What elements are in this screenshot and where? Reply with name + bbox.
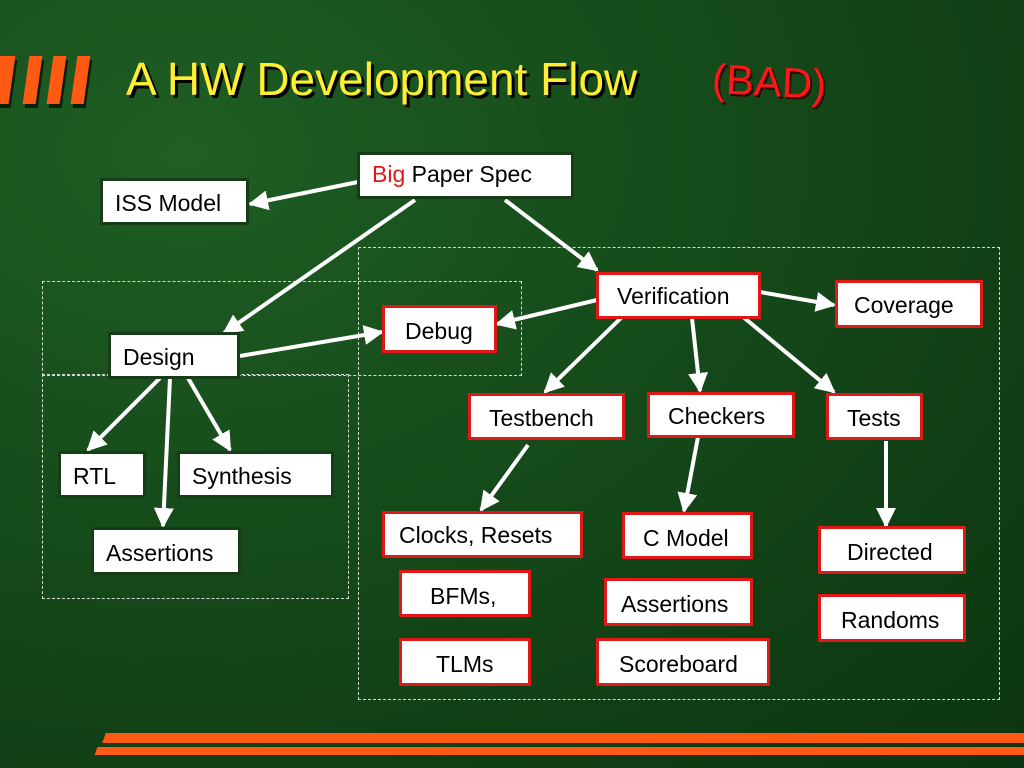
tlms-node: TLMs	[399, 638, 531, 686]
rtl-node: RTL	[58, 451, 146, 498]
arrow-checkers-to-cmodel	[677, 436, 700, 513]
clocks-resets-node: Clocks, Resets	[382, 511, 583, 558]
synthesis-node: Synthesis	[177, 451, 334, 498]
arrow-spec-to-iss	[248, 180, 359, 211]
arrow-verification-to-checkers	[688, 317, 708, 393]
testbench-node: Testbench	[468, 393, 625, 440]
directed-node: Directed	[818, 526, 966, 574]
randoms-node: Randoms	[818, 594, 966, 642]
tests-node: Tests	[826, 393, 923, 440]
scoreboard-node: Scoreboard	[596, 638, 770, 686]
bottom-stripe-top	[102, 733, 1024, 743]
arrow-spec-to-design	[222, 198, 417, 335]
verification-group-outline	[358, 247, 1000, 700]
c-model-node: C Model	[622, 512, 753, 559]
iss-model-node: ISS Model	[100, 178, 249, 225]
design-node: Design	[108, 332, 240, 379]
arrow-design-to-debug	[239, 325, 384, 358]
arrow-verification-to-testbench	[543, 314, 625, 394]
arrow-verification-to-tests	[740, 314, 836, 394]
bfms-node: BFMs,	[399, 570, 531, 617]
arrow-design-to-assertions	[153, 377, 174, 528]
spec-highlight: Big	[372, 161, 406, 187]
debug-node: Debug	[382, 305, 497, 353]
assertions-design-node: Assertions	[91, 527, 241, 575]
arrow-verification-to-debug	[495, 298, 598, 330]
assertions-verif-node: Assertions	[604, 578, 753, 626]
arrow-testbench-to-clocks	[479, 443, 530, 512]
bottom-stripe-bottom	[94, 747, 1024, 755]
arrow-design-to-synthesis	[186, 376, 232, 452]
design-group-outline	[42, 281, 522, 376]
coverage-node: Coverage	[835, 280, 983, 328]
arrow-design-to-rtl	[86, 376, 162, 452]
checkers-node: Checkers	[647, 392, 795, 438]
slide-title: A HW Development Flow	[126, 53, 638, 105]
verification-node: Verification	[596, 272, 761, 319]
arrow-spec-to-verification	[503, 198, 599, 272]
spec-node: Big Paper Spec	[357, 152, 574, 199]
arrow-verification-to-coverage	[759, 290, 836, 312]
spec-label: Paper Spec	[411, 161, 532, 187]
